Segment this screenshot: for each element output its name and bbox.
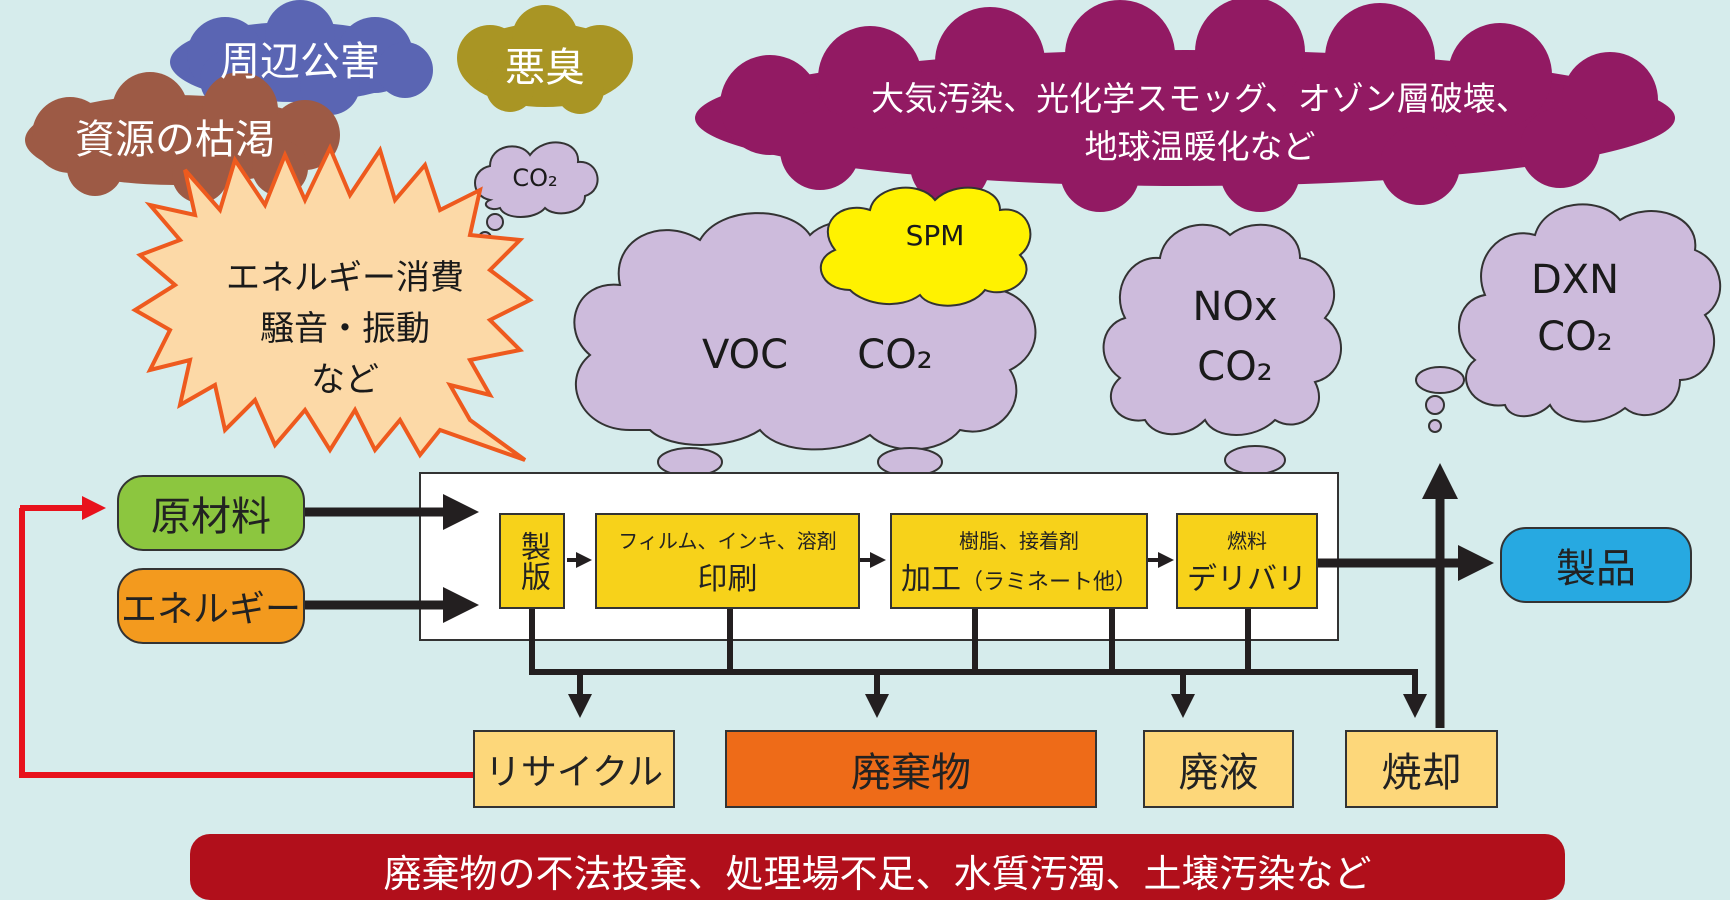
- dxn-co2-label: CO₂: [1537, 314, 1613, 360]
- process-label: 加工: [900, 561, 961, 597]
- waste-collection-lines: [529, 608, 1418, 675]
- liquid-waste-label: 廃液: [1178, 750, 1259, 796]
- process-sub-label: （ラミネート他）: [960, 569, 1137, 595]
- atmosphere-cloud: [695, 0, 1675, 212]
- voc-co2-label: CO₂: [857, 332, 933, 378]
- waste-box: 廃棄物: [725, 730, 1097, 808]
- odor-label: 悪臭: [505, 45, 585, 91]
- spm-label: SPM: [905, 218, 965, 252]
- spm-cloud: [819, 186, 1032, 307]
- plate-step: 製版: [499, 513, 565, 609]
- energy-label: エネルギー: [120, 589, 301, 630]
- depletion-cloud: [25, 72, 340, 203]
- depletion-label: 資源の枯渇: [75, 117, 275, 163]
- print-caption: フィルム、インキ、溶剤: [618, 528, 837, 553]
- raw-material-label: 原材料: [151, 494, 271, 540]
- incineration-label: 焼却: [1381, 750, 1462, 796]
- product-box: 製品: [1500, 527, 1692, 603]
- plate-label: 製版: [515, 531, 550, 591]
- atmosphere-label-line1: 大気汚染、光化学スモッグ、オゾン層破壊、: [871, 79, 1529, 118]
- print-label: 印刷: [697, 561, 758, 597]
- bottom-banner-label: 廃棄物の不法投棄、処理場不足、水質汚濁、土壌汚染など: [383, 851, 1372, 896]
- dxn-label: DXN: [1530, 257, 1620, 303]
- energy-noise-burst: [131, 143, 534, 462]
- recycle-label: リサイクル: [484, 752, 664, 793]
- energy-box: エネルギー: [117, 568, 305, 644]
- co2-small-label: CO₂: [512, 164, 558, 192]
- product-label: 製品: [1556, 546, 1636, 592]
- nox-label: NOx: [1192, 284, 1278, 330]
- atmosphere-label-line2: 地球温暖化など: [1084, 127, 1316, 166]
- delivery-label: デリバリ: [1187, 561, 1307, 597]
- delivery-caption: 燃料: [1227, 528, 1267, 553]
- liquid-waste-box: 廃液: [1143, 730, 1294, 808]
- burst-line2: 騒音・振動: [260, 308, 430, 349]
- print-step: フィルム、インキ、溶剤 印刷: [595, 513, 860, 609]
- burst-line1: エネルギー消費: [226, 257, 464, 298]
- odor-cloud: [457, 5, 633, 114]
- co2-small-cloud: [474, 141, 599, 245]
- process-step: 樹脂、接着剤 加工（ラミネート他）: [890, 513, 1148, 609]
- nox-co2-label: CO₂: [1197, 344, 1273, 390]
- periphery-label: 周辺公害: [220, 39, 380, 85]
- bottom-banner-shape: [190, 834, 1565, 900]
- burst-line3: など: [311, 359, 379, 400]
- raw-material-box: 原材料: [117, 475, 305, 551]
- waste-label: 廃棄物: [851, 750, 971, 796]
- delivery-step: 燃料 デリバリ: [1176, 513, 1318, 609]
- process-caption: 樹脂、接着剤: [959, 528, 1079, 553]
- recycle-loop-line: [19, 508, 473, 778]
- process-label-wrap: 加工（ラミネート他）: [901, 554, 1137, 598]
- dxn-cloud: [1415, 203, 1722, 433]
- incineration-box: 焼却: [1345, 730, 1498, 808]
- recycle-box: リサイクル: [473, 730, 675, 808]
- voc-label: VOC: [701, 332, 789, 378]
